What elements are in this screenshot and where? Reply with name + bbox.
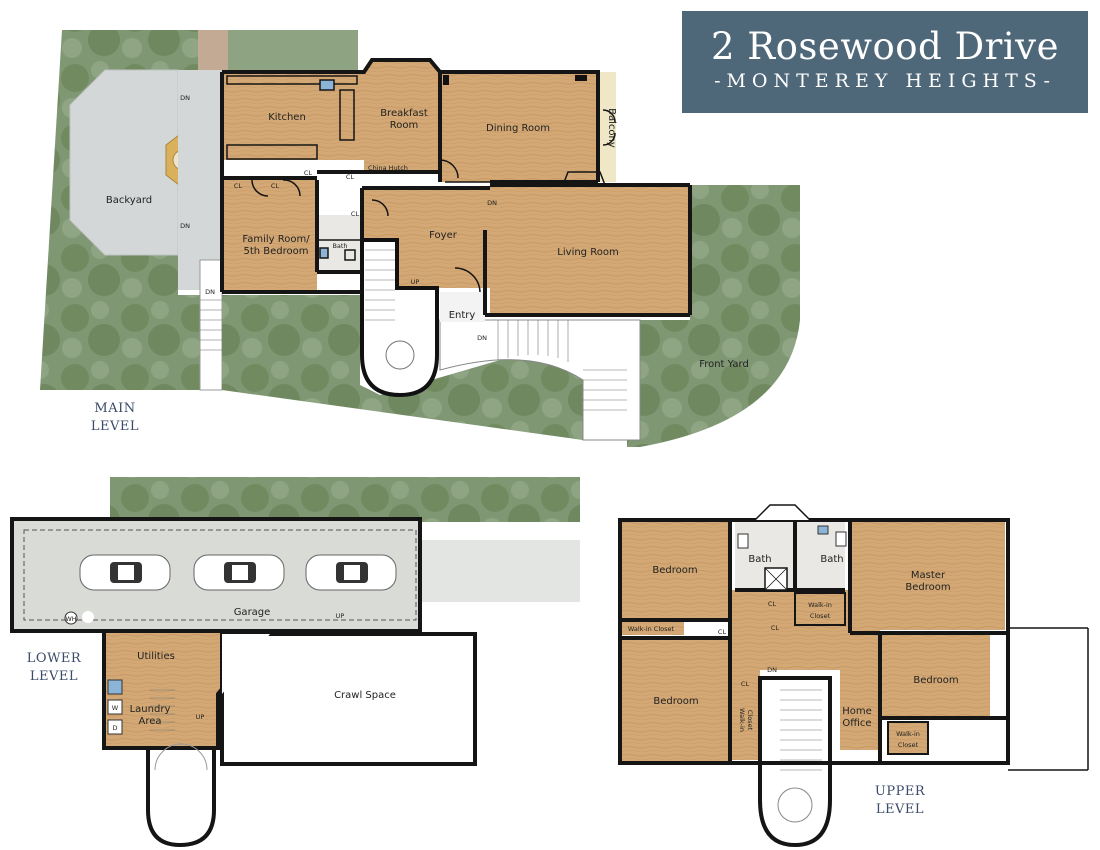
- backyard-label: Backyard: [106, 195, 152, 206]
- water-heater-label: WH: [65, 615, 76, 623]
- entry-label: Entry: [449, 310, 476, 321]
- front-yard-label: Front Yard: [699, 359, 749, 370]
- master-walkin-label-2: Closet: [810, 612, 831, 620]
- lower-lawn: [110, 477, 580, 522]
- garage-label: Garage: [234, 607, 271, 618]
- closet-label-2: CL: [271, 182, 280, 190]
- upper-level-plan: Bedroom Bedroom Bedroom Master Bedroom B…: [618, 504, 1089, 848]
- dining-room-label: Dining Room: [486, 123, 550, 134]
- bedroom-walkin-label-1: Walk-in: [896, 730, 920, 738]
- lower-up-label-1: UP: [336, 612, 345, 620]
- family-room-label-1: Family Room/: [242, 234, 310, 245]
- main-level-label-1: MAIN: [94, 401, 135, 416]
- washer-label: W: [112, 704, 119, 712]
- master-bedroom-label-1: Master: [911, 570, 946, 581]
- backyard-patio: [69, 69, 179, 256]
- living-room-label: Living Room: [557, 247, 618, 258]
- upper-closet-label-1: CL: [718, 628, 727, 636]
- crawl-space: [220, 632, 477, 766]
- upper-level-label-1: UPPER: [875, 784, 926, 799]
- main-level-plan: Kitchen Breakfast Room Dining Room Balco…: [40, 30, 800, 447]
- master-walkin-label-1: Walk-in: [808, 601, 832, 609]
- family-room-label-2: 5th Bedroom: [243, 246, 308, 257]
- main-bath-label: Bath: [332, 242, 347, 250]
- front-yard-lawn: [627, 185, 800, 447]
- closet-label-5: CL: [351, 210, 360, 218]
- upper-level-label-2: LEVEL: [876, 802, 924, 817]
- upper-bedroom-label-2: Bedroom: [653, 696, 698, 707]
- crawl-space-label: Crawl Space: [334, 690, 396, 701]
- lower-level-plan: Garage Utilities Laundry Area Crawl Spac…: [10, 477, 580, 848]
- closet-label-1: CL: [234, 182, 243, 190]
- bedroom1-walkin-label: Walk-in Closet: [628, 625, 675, 633]
- breakfast-label-2: Room: [390, 120, 418, 131]
- main-dn-label-5: DN: [487, 199, 497, 207]
- upper-closet-label-4: CL: [741, 680, 750, 688]
- kitchen-label: Kitchen: [268, 112, 306, 123]
- upper-bath-label-2: Bath: [820, 554, 843, 565]
- main-dn-label-3: DN: [180, 94, 190, 102]
- balcony-label: Balcony: [606, 108, 617, 148]
- closet-label-4: CL: [346, 173, 355, 181]
- home-office-label-1: Home: [842, 706, 872, 717]
- upper-closet-label-3: CL: [771, 624, 780, 632]
- upper-dn-label: DN: [767, 666, 777, 674]
- dryer-label: D: [112, 724, 117, 732]
- laundry-label-1: Laundry: [130, 704, 171, 715]
- closet-label-3: CL: [304, 169, 313, 177]
- upper-bedroom-label-3: Bedroom: [913, 675, 958, 686]
- main-dn-label-1: DN: [477, 334, 487, 342]
- upper-bath-label-1: Bath: [748, 554, 771, 565]
- home-office-label-2: Office: [842, 718, 871, 729]
- main-dn-label-2: DN: [205, 288, 215, 296]
- lower-up-label-2: UP: [196, 713, 205, 721]
- breakfast-label-1: Breakfast: [380, 108, 428, 119]
- property-title-banner: 2 Rosewood Drive -MONTEREY HEIGHTS-: [682, 11, 1088, 113]
- upper-closet-label-2: CL: [768, 600, 777, 608]
- main-dn-label-4: DN: [180, 222, 190, 230]
- bedroom2-walkin-label-1: Walk-in: [738, 708, 746, 732]
- main-lower-lawn: [222, 295, 583, 440]
- bedroom2-walkin-label-2: Closet: [746, 710, 754, 731]
- master-bedroom-label-2: Bedroom: [905, 582, 950, 593]
- utilities-label: Utilities: [137, 651, 175, 662]
- china-hutch-label: China Hutch: [368, 164, 408, 172]
- car-icons: [79, 554, 397, 591]
- laundry-label-2: Area: [138, 716, 161, 727]
- lower-level-label-2: LEVEL: [30, 669, 78, 684]
- lower-level-label-1: LOWER: [27, 651, 82, 666]
- bedroom-walkin-label-2: Closet: [898, 741, 919, 749]
- property-neighborhood: -MONTEREY HEIGHTS-: [714, 70, 1056, 92]
- foyer-label: Foyer: [429, 230, 458, 241]
- upper-bedroom-label-1: Bedroom: [652, 565, 697, 576]
- main-level-label-2: LEVEL: [91, 419, 139, 434]
- property-address: 2 Rosewood Drive: [711, 25, 1059, 68]
- main-up-label: UP: [411, 278, 420, 286]
